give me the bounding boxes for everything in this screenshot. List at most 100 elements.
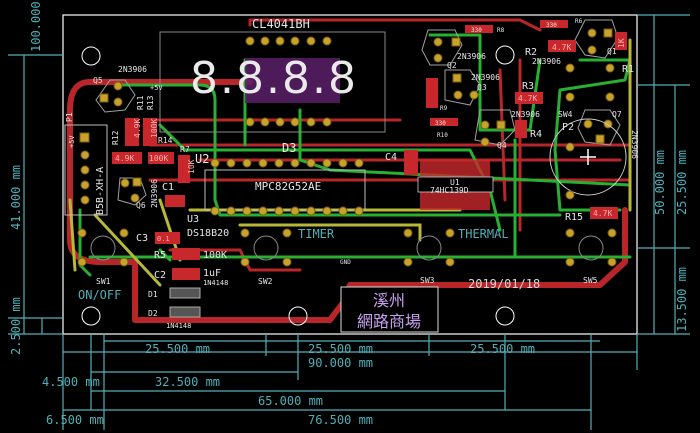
p1-outline — [64, 124, 108, 216]
display-courtyard — [159, 31, 386, 133]
dim-bottom-25-5-b: 25.500 mm — [308, 342, 373, 356]
switch-sw1[interactable] — [77, 228, 129, 267]
q5-ref: Q5 — [93, 76, 103, 85]
q7-ref: Q7 — [612, 110, 622, 119]
c4-ref: C4 — [385, 152, 397, 163]
transistor-q5 — [95, 79, 136, 113]
c3-pad — [155, 232, 180, 244]
q6-value: 2N3906 — [150, 179, 159, 208]
dim-32-5: 32.500 mm — [155, 375, 220, 389]
switch-sw5[interactable] — [565, 228, 617, 267]
r6-value: 330 — [546, 22, 557, 29]
u3-ref: U3 — [187, 214, 199, 225]
sw2-ref: SW2 — [258, 277, 273, 286]
diode-value: 1N4148 — [166, 322, 191, 330]
buzzer-plus-icon — [580, 149, 596, 165]
mcu-value: MPC82G52AE — [255, 180, 321, 193]
r13-value: 100K — [150, 119, 159, 138]
r14-ref: R14 — [158, 136, 173, 145]
transistor-q4 — [474, 109, 516, 147]
mounting-hole — [81, 306, 101, 326]
transistor-q6 — [117, 177, 147, 206]
p1-value: B5B-XH-A — [95, 167, 106, 215]
dim-bottom-25-5-c: 25.500 mm — [470, 342, 535, 356]
mounting-hole — [81, 46, 101, 66]
p1-vcc-label: +5V — [68, 135, 76, 148]
switch-sw4[interactable] — [565, 63, 615, 102]
dim-65: 65.000 mm — [258, 394, 323, 408]
sw3-ref: SW3 — [420, 276, 435, 285]
gnd-label: GND — [340, 259, 351, 266]
dim-right-25-5: 25.500 mm — [675, 150, 689, 215]
c2-value: 1uF — [203, 268, 221, 279]
r8-value: 330 — [471, 27, 482, 34]
mounting-hole — [288, 306, 308, 326]
r14-value: 100K — [149, 154, 168, 163]
display-ref: CL4041BH — [252, 17, 310, 31]
r2-ref: R2 — [525, 47, 537, 58]
dim-4-5: 4.500 mm — [42, 375, 100, 389]
switch-sw2[interactable] — [240, 228, 292, 267]
switch-sw3[interactable] — [403, 228, 455, 267]
r5-ref: R5 — [154, 250, 166, 261]
sw5-ref: SW5 — [583, 276, 598, 285]
q7-value: 2N3906 — [630, 130, 639, 159]
r7-value: 10K — [187, 159, 196, 174]
logo-line1: 溪州 — [373, 291, 405, 310]
logo-box — [340, 286, 439, 333]
q1-ref: Q1 — [607, 47, 617, 56]
u1-outline — [417, 176, 494, 193]
r10-value: 330 — [435, 120, 446, 127]
dim-6-5: 6.500 mm — [46, 413, 104, 427]
c1-ref: C1 — [162, 182, 174, 193]
display-digits: 8.8.8.8 — [190, 53, 358, 104]
sw1-ref: SW1 — [96, 277, 111, 286]
q4-ref: Q4 — [497, 141, 507, 150]
q3-ref: Q3 — [477, 83, 487, 92]
p1-ref: P1 — [65, 112, 74, 122]
buzzer-outline — [549, 118, 627, 196]
mcu-ref: U2 — [195, 152, 209, 166]
d3-ref: D3 — [282, 141, 296, 155]
r15-value: 4.7K — [593, 209, 612, 218]
q2-value: 2N3906 — [457, 52, 486, 61]
dim-100: 100.000 — [29, 1, 43, 52]
q4-value: 2N3906 — [511, 110, 540, 119]
r10-ref: R10 — [437, 132, 448, 139]
r13-ref: R13 — [146, 95, 155, 110]
r9-ref: R9 — [440, 105, 448, 112]
u1-value: 74HC139D — [430, 186, 469, 195]
d2-ref: D2 — [148, 309, 158, 318]
mounting-hole — [495, 45, 515, 65]
on-off-label: ON/OFF — [78, 288, 121, 302]
display-pins-top — [245, 36, 332, 127]
transistor-q3 — [444, 69, 481, 106]
r12-value: 4.9K — [115, 154, 134, 163]
q3-value: 2N3906 — [471, 73, 500, 82]
c4-pad — [404, 150, 418, 175]
date-label: 2019/01/18 — [468, 277, 540, 291]
thermal-label: THERMAL — [458, 227, 509, 241]
q2-ref: Q2 — [447, 61, 457, 70]
r5-value: 100K — [203, 250, 227, 261]
r6-ref: R6 — [575, 18, 583, 25]
dimension-lines — [8, 14, 690, 430]
r11-value: 4.9K — [133, 119, 142, 138]
r3-value: 4.7K — [518, 94, 537, 103]
dim-41: 41.000 mm — [9, 165, 23, 230]
r12-ref: R12 — [111, 130, 120, 145]
vcc-label: +5V — [150, 84, 163, 92]
r4-ref: R4 — [530, 129, 542, 140]
transistor-q2 — [421, 29, 463, 66]
display-logo-area — [245, 58, 340, 103]
r15-ref: R15 — [565, 212, 583, 223]
r1-ref: R1 — [622, 64, 634, 75]
r7-ref: R7 — [180, 145, 190, 154]
q6-ref: Q6 — [136, 201, 146, 210]
r1-value: 1K — [617, 38, 626, 48]
r8-ref: R8 — [497, 27, 505, 34]
r2-value: 4.7K — [552, 43, 571, 52]
dim-90: 90.000 mm — [308, 356, 373, 370]
q1-value: 2N3906 — [532, 57, 561, 66]
